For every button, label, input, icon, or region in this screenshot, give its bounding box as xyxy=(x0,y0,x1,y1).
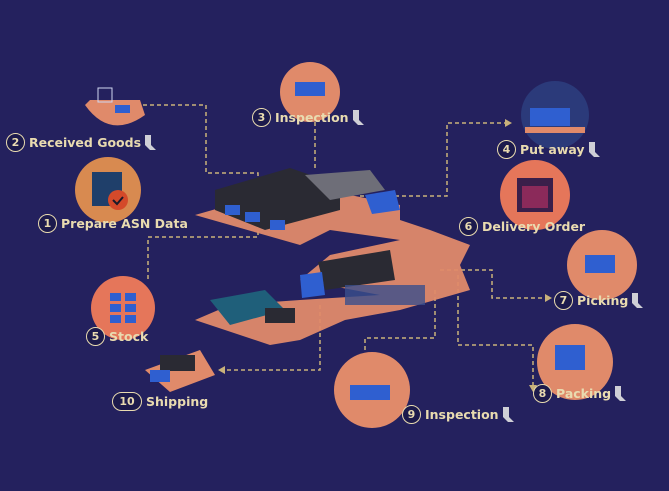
step-label: Received Goods xyxy=(29,135,142,150)
step-label: Picking xyxy=(577,293,629,308)
step-label: Prepare ASN Data xyxy=(61,216,188,231)
stock-icon xyxy=(91,276,155,340)
step-label: Delivery Order xyxy=(482,219,586,234)
step-put-away: 4 Put away xyxy=(497,140,601,159)
step-number: 4 xyxy=(497,140,516,159)
step-label: Packing xyxy=(556,386,612,401)
step-received-goods: 2 Received Goods xyxy=(6,133,157,152)
flow-connectors xyxy=(143,104,545,385)
step-delivery-order: 6 Delivery Order xyxy=(459,217,585,236)
scanner-icon xyxy=(352,109,364,125)
warehouse-illustration xyxy=(195,168,470,345)
step-label: Inspection xyxy=(425,407,499,422)
step-number: 10 xyxy=(112,392,142,411)
connector-put-away xyxy=(360,122,505,197)
step-picking: 7 Picking xyxy=(554,291,644,310)
step-number: 2 xyxy=(6,133,25,152)
step-packing: 8 Packing xyxy=(533,384,627,403)
step-label: Put away xyxy=(520,142,585,157)
step-shipping: 10 Shipping xyxy=(112,392,208,411)
scanner-icon xyxy=(632,292,644,308)
step-label: Stock xyxy=(109,329,149,344)
scanner-icon xyxy=(588,141,600,157)
connector-picking xyxy=(440,269,545,299)
step-number: 9 xyxy=(402,405,421,424)
step-number: 3 xyxy=(252,108,271,127)
step-label: Inspection xyxy=(275,110,349,125)
step-number: 6 xyxy=(459,217,478,236)
step-inspection-shipping: 9 Inspection xyxy=(402,405,515,424)
step-number: 1 xyxy=(38,214,57,233)
scanner-icon xyxy=(615,385,627,401)
step-prepare-asn-data: 1 Prepare ASN Data xyxy=(38,214,188,233)
step-label: Shipping xyxy=(146,394,209,409)
step-stock: 5 Stock xyxy=(86,327,148,346)
scanner-icon xyxy=(145,134,157,150)
step-inspection-receiving: 3 Inspection xyxy=(252,108,365,127)
step-number: 8 xyxy=(533,384,552,403)
connector-packing xyxy=(457,275,534,385)
step-number: 7 xyxy=(554,291,573,310)
scanner-icon xyxy=(502,406,514,422)
step-number: 5 xyxy=(86,327,105,346)
